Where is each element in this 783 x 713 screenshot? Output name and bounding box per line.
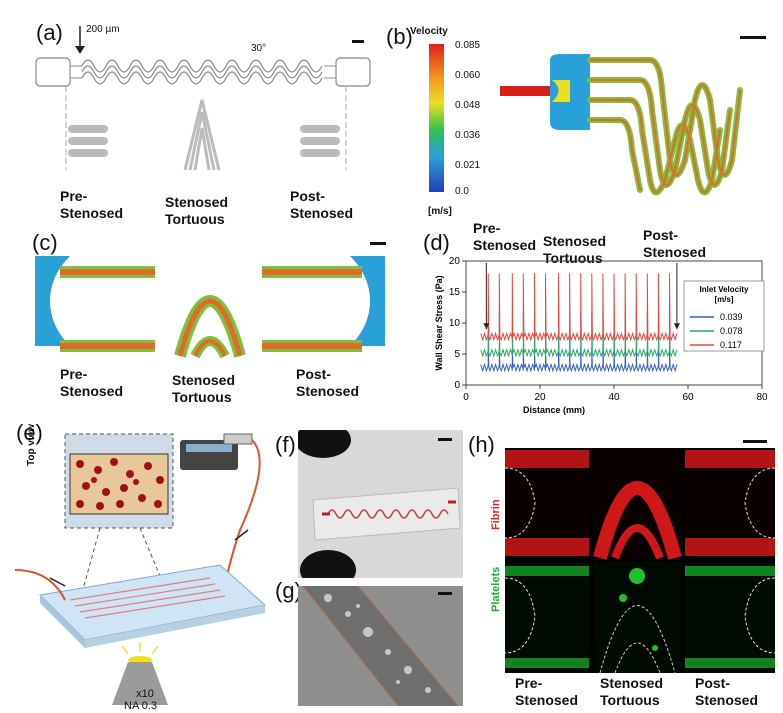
legend-title-0: Inlet Velocity: [700, 285, 749, 294]
scale-text: 200 µm: [86, 24, 120, 35]
fluorescence-grid: [505, 448, 775, 673]
channel-schematic: [35, 26, 371, 171]
row-label-platelets: Platelets: [490, 566, 502, 612]
legend-title-1: [m/s]: [714, 295, 733, 304]
legend-label-2: 0.117: [720, 340, 742, 350]
x-axis-label: Distance (mm): [523, 405, 585, 415]
chip-photo: [298, 430, 463, 578]
wall-shear-maps: [35, 242, 386, 359]
arrowhead-pre: [483, 323, 490, 330]
legend-label-1: 0.078: [720, 326, 743, 336]
legend-title: Velocity: [410, 26, 448, 37]
panel-label-e: (e): [16, 420, 43, 445]
panel-label-g: (g): [275, 578, 302, 603]
y-tick-label-0: 0: [454, 380, 460, 391]
top-view-label: Top view: [26, 423, 37, 466]
x-tick-label-1: 20: [534, 392, 546, 403]
series-line-0: [480, 347, 678, 373]
legend-box: [683, 280, 765, 352]
cbar-tick-5: 0.0: [455, 186, 469, 197]
cbar-tick-1: 0.060: [455, 70, 481, 81]
x-tick-label-3: 60: [682, 392, 694, 403]
caption-a-post: Post-Stenosed: [290, 188, 354, 221]
arrowhead-post: [673, 323, 680, 330]
caption-h-pre: Pre-Stenosed: [515, 675, 579, 708]
scale-bar-h: [743, 440, 767, 443]
x-tick-label-0: 0: [463, 392, 469, 403]
y-tick-label-3: 15: [449, 287, 461, 298]
panel-label-a: (a): [36, 20, 63, 45]
microscopy-brightfield: [298, 586, 463, 706]
y-tick-label-4: 20: [449, 256, 461, 267]
cbar-tick-0: 0.085: [455, 40, 481, 51]
panel-label-d: (d): [423, 230, 450, 255]
caption-h-post: Post-Stenosed: [695, 675, 759, 708]
setup-schematic: [14, 433, 267, 705]
cbar-tick-4: 0.021: [455, 160, 481, 171]
velocity-simulation: [500, 36, 766, 196]
velocity-colorbar: [429, 44, 444, 192]
cbar-tick-2: 0.048: [455, 100, 481, 111]
series-line-1: [480, 310, 678, 358]
panel-label-h: (h): [468, 432, 495, 457]
annotation-pre: Pre-Stenosed: [473, 220, 537, 253]
panel-label-f: (f): [275, 432, 296, 457]
y-axis-label: Wall Shear Stress (Pa): [434, 275, 444, 370]
cbar-tick-3: 0.036: [455, 130, 481, 141]
objective-na: NA 0.3: [124, 700, 158, 712]
series-line-2: [480, 273, 678, 342]
annotation-post: Post-Stenosed: [643, 227, 707, 260]
angle-text: 30°: [251, 43, 267, 54]
caption-a-pre: Pre-Stenosed: [60, 188, 124, 221]
legend-label-0: 0.039: [720, 312, 743, 322]
objective-mag: x10: [136, 688, 154, 700]
y-tick-label-2: 10: [449, 318, 461, 329]
y-tick-label-1: 5: [454, 349, 460, 360]
caption-c-post: Post-Stenosed: [296, 366, 360, 399]
panel-label-b: (b): [386, 24, 413, 49]
caption-c-pre: Pre-Stenosed: [60, 366, 124, 399]
row-label-fibrin: Fibrin: [490, 499, 502, 530]
legend-unit: [m/s]: [428, 206, 452, 217]
x-tick-label-2: 40: [608, 392, 620, 403]
x-tick-label-4: 80: [756, 392, 768, 403]
panel-label-c: (c): [32, 230, 58, 255]
